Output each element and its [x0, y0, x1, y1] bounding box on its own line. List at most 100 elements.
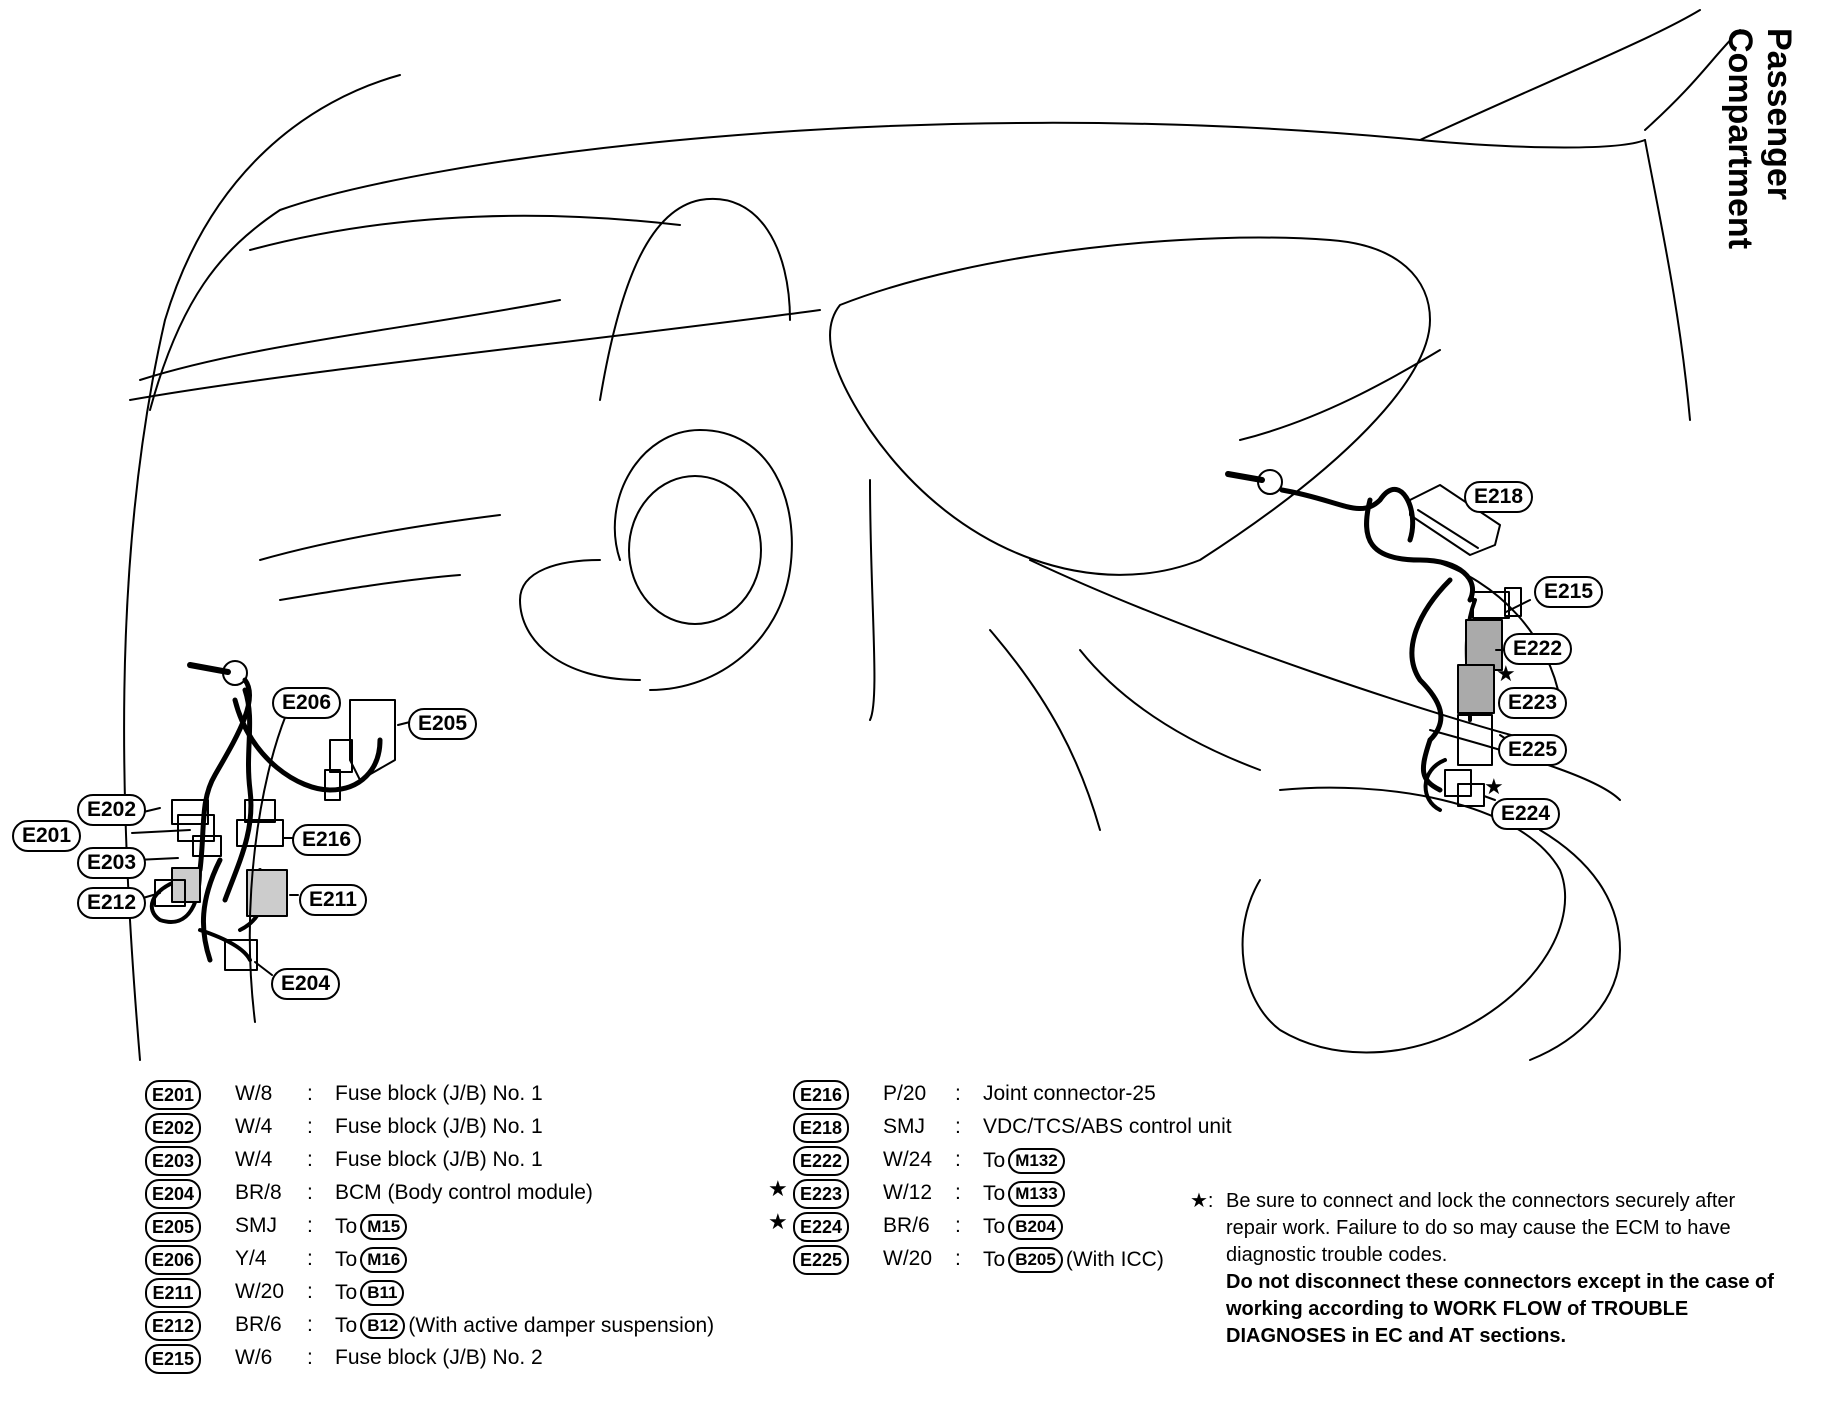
legend-connector-id: E215	[145, 1344, 201, 1374]
legend-connector-id: E201	[145, 1080, 201, 1110]
legend-wire: W/12	[883, 1181, 933, 1204]
legend-colon: :	[955, 1082, 961, 1105]
legend-star-e224: ★	[768, 1209, 788, 1234]
legend-colon: :	[955, 1115, 961, 1138]
legend-colon: :	[307, 1148, 313, 1171]
legend-colon: :	[307, 1346, 313, 1369]
legend-desc: VDC/TCS/ABS control unit	[983, 1115, 1232, 1138]
legend-ref: B12	[360, 1313, 406, 1339]
caution-note: ★: Be sure to connect and lock the conne…	[1190, 1188, 1790, 1350]
legend-colon: :	[307, 1082, 313, 1105]
legend-wire: W/8	[235, 1082, 273, 1105]
legend-colon: :	[307, 1313, 313, 1336]
legend-wire: BR/8	[235, 1181, 282, 1204]
legend-desc: Fuse block (J/B) No. 1	[335, 1082, 543, 1105]
tag-e204: E204	[271, 968, 341, 1000]
legend-extra: (With active damper suspension)	[408, 1314, 715, 1337]
legend-colon: :	[955, 1148, 961, 1171]
legend-to: To	[983, 1182, 1006, 1205]
legend-desc: Joint connector-25	[983, 1082, 1156, 1105]
legend-wire: SMJ	[883, 1115, 925, 1138]
tag-e212: E212	[77, 887, 147, 919]
legend-colon: :	[955, 1247, 961, 1270]
tag-e215: E215	[1534, 576, 1604, 608]
legend-colon: :	[307, 1115, 313, 1138]
legend-to: To	[335, 1215, 358, 1238]
legend-ref: B205	[1008, 1247, 1063, 1273]
legend-connector-id: E218	[793, 1113, 849, 1143]
legend-colon: :	[307, 1181, 313, 1204]
left-wiring-harness	[131, 660, 411, 1023]
legend-to: To	[983, 1149, 1006, 1172]
legend-wire: W/20	[883, 1247, 933, 1270]
diagram-star-e223: ★	[1496, 661, 1516, 686]
legend-connector-id: E216	[793, 1080, 849, 1110]
tag-e203: E203	[77, 847, 147, 879]
legend-ref: M16	[360, 1247, 408, 1273]
right-wiring-harness	[1225, 469, 1531, 812]
legend-colon: :	[307, 1247, 313, 1270]
note-text: Be sure to connect and lock the connecto…	[1226, 1190, 1736, 1266]
legend-wire: BR/6	[883, 1214, 930, 1237]
tag-e224: E224	[1491, 798, 1561, 830]
legend-connector-id: E211	[145, 1278, 201, 1308]
legend-wire: P/20	[883, 1082, 927, 1105]
legend-star-e223: ★	[768, 1176, 788, 1201]
legend-desc: BCM (Body control module)	[335, 1181, 593, 1204]
tag-e206: E206	[272, 687, 342, 719]
legend-colon: :	[307, 1280, 313, 1303]
legend-connector-id: E222	[793, 1146, 849, 1176]
legend-desc: Fuse block (J/B) No. 1	[335, 1148, 543, 1171]
legend-connector-id: E202	[145, 1113, 201, 1143]
legend-wire: SMJ	[235, 1214, 277, 1237]
tag-e205: E205	[408, 708, 478, 740]
legend-connector-id: E224	[793, 1212, 849, 1242]
legend-ref: B11	[360, 1280, 405, 1306]
legend-wire: BR/6	[235, 1313, 282, 1336]
note-bold-text: Do not disconnect these connectors excep…	[1226, 1271, 1774, 1347]
legend-connector-id: E205	[145, 1212, 201, 1242]
legend-wire: W/24	[883, 1148, 933, 1171]
legend-connector-id: E206	[145, 1245, 201, 1275]
page-title: Passenger Compartment	[1721, 28, 1798, 250]
tag-e222: E222	[1503, 633, 1573, 665]
legend-ref: B204	[1008, 1214, 1063, 1240]
legend-connector-id: E203	[145, 1146, 201, 1176]
legend-to: To	[335, 1281, 358, 1304]
legend-wire: Y/4	[235, 1247, 267, 1270]
dashboard-outline	[123, 9, 1741, 1061]
diagram-star-e224: ★	[1484, 774, 1504, 799]
legend-connector-id: E225	[793, 1245, 849, 1275]
legend-wire: W/20	[235, 1280, 285, 1303]
legend-connector-id: E223	[793, 1179, 849, 1209]
legend-wire: W/4	[235, 1115, 273, 1138]
legend-colon: :	[955, 1181, 961, 1204]
legend-desc: Fuse block (J/B) No. 2	[335, 1346, 543, 1369]
tag-e201: E201	[12, 820, 82, 852]
legend-wire: W/6	[235, 1346, 273, 1369]
tag-e218: E218	[1464, 481, 1534, 513]
note-marker: ★:	[1190, 1190, 1214, 1212]
tag-e223: E223	[1498, 687, 1568, 719]
legend-ref: M133	[1008, 1181, 1065, 1207]
legend-extra: (With ICC)	[1065, 1248, 1164, 1271]
legend-colon: :	[307, 1214, 313, 1237]
tag-e225: E225	[1498, 734, 1568, 766]
legend-desc: Fuse block (J/B) No. 1	[335, 1115, 543, 1138]
legend-to: To	[983, 1248, 1006, 1271]
tag-e216: E216	[292, 824, 362, 856]
legend-colon: :	[955, 1214, 961, 1237]
legend-wire: W/4	[235, 1148, 273, 1171]
legend-connector-id: E204	[145, 1179, 201, 1209]
legend-to: To	[983, 1215, 1006, 1238]
legend-connector-id: E212	[145, 1311, 201, 1341]
legend-ref: M15	[360, 1214, 408, 1240]
